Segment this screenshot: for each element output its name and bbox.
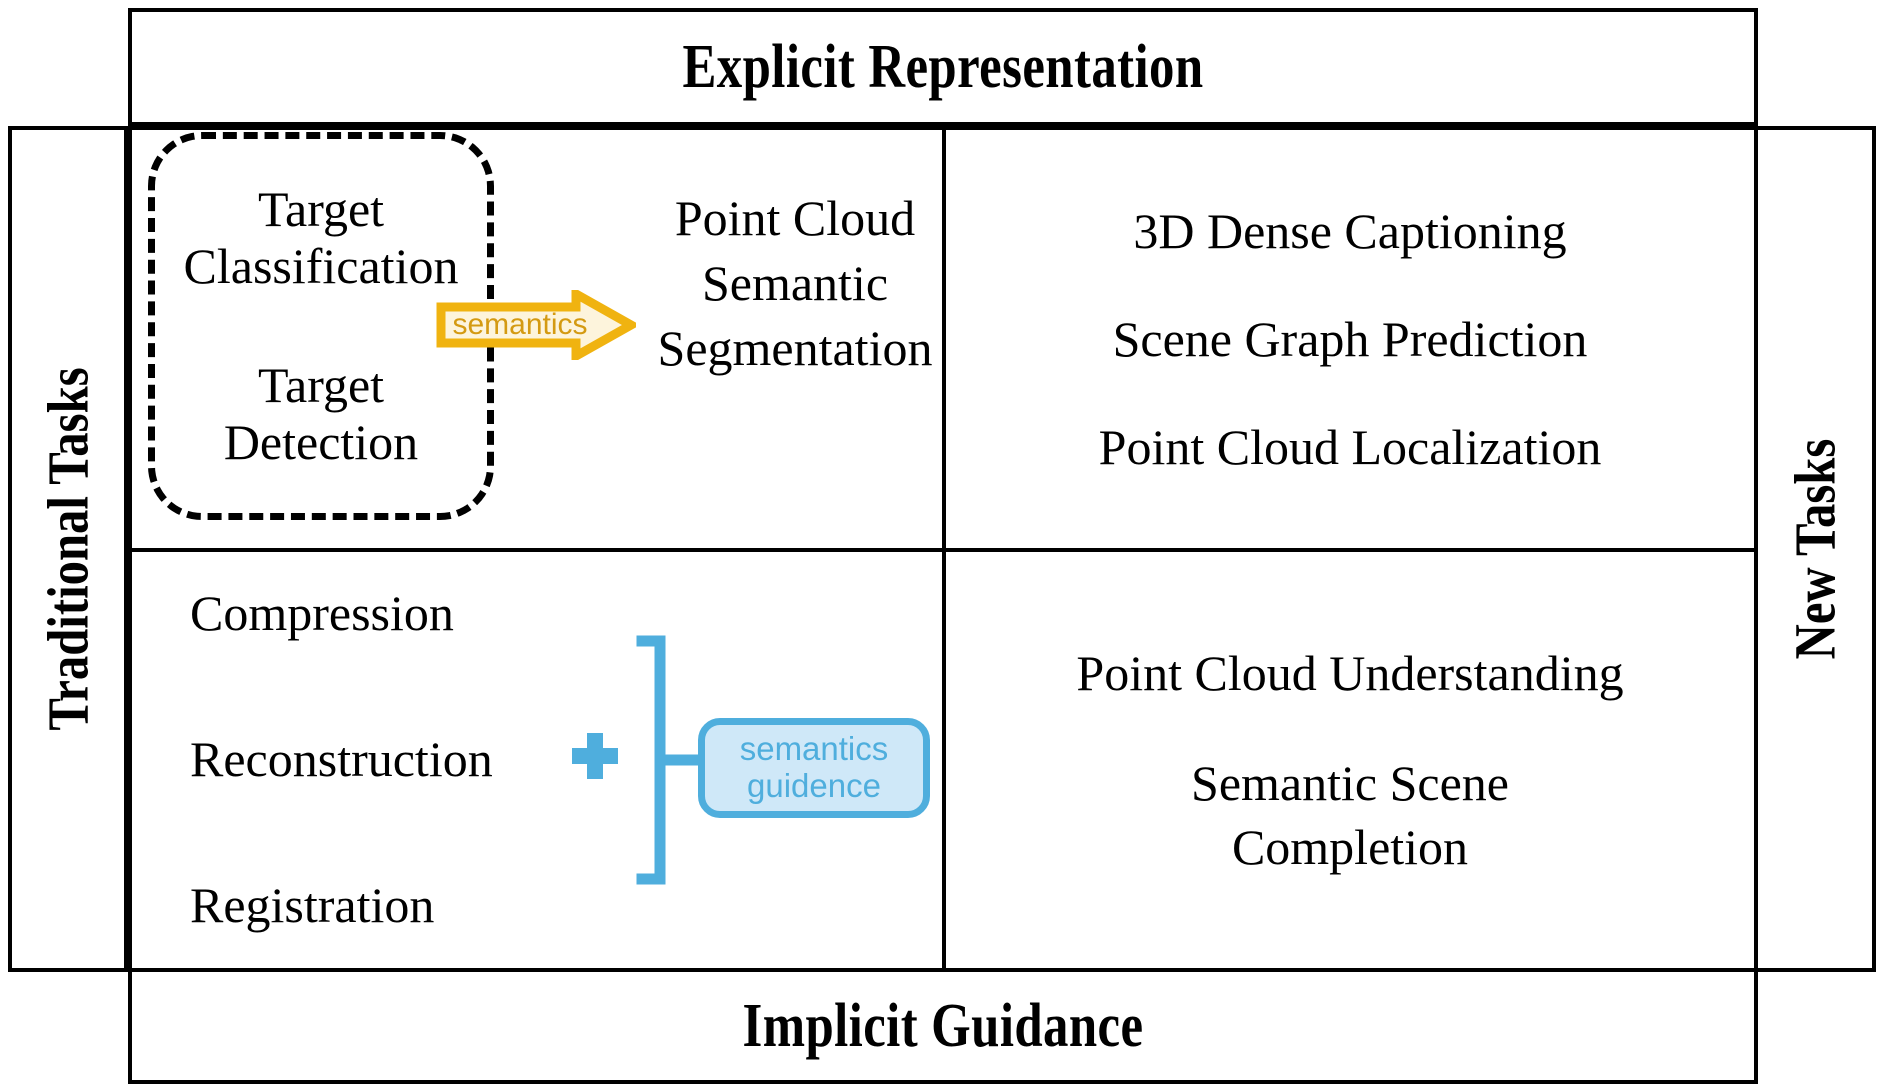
- task-point-cloud-semantic-segmentation: Point Cloud Semantic Segmentation: [657, 190, 933, 376]
- task-scene-graph-prediction: Scene Graph Prediction: [1112, 311, 1588, 367]
- bottom-banner-box: Implicit Guidance: [128, 968, 1758, 1084]
- task-reconstruction: Reconstruction: [190, 731, 493, 787]
- top-right-task-list: 3D Dense Captioning Scene Graph Predicti…: [946, 130, 1754, 548]
- top-banner-label: Explicit Representation: [682, 32, 1204, 101]
- left-side-band: Traditional Tasks: [8, 126, 128, 972]
- right-side-band: New Tasks: [1754, 126, 1876, 972]
- task-target-detection: Target Detection: [223, 357, 419, 470]
- task-point-cloud-understanding: Point Cloud Understanding: [1076, 645, 1624, 701]
- bottom-banner-label: Implicit Guidance: [742, 991, 1144, 1060]
- plus-icon-vertical-bar: [587, 733, 603, 779]
- new-tasks-label: New Tasks: [1782, 438, 1848, 660]
- semantics-guidance-box: semantics guidence: [698, 718, 930, 818]
- traditional-tasks-label: Traditional Tasks: [35, 367, 101, 731]
- task-semantic-scene-completion: Semantic Scene Completion: [1191, 755, 1509, 875]
- bottom-left-task-list: Compression Reconstruction Registration: [190, 584, 580, 934]
- bottom-right-task-list: Point Cloud Understanding Semantic Scene…: [946, 552, 1754, 968]
- semantics-arrow-label: semantics: [452, 308, 588, 341]
- task-3d-dense-captioning: 3D Dense Captioning: [1133, 203, 1567, 259]
- semantics-arrow-shape: [436, 290, 636, 360]
- task-point-cloud-localization: Point Cloud Localization: [1098, 419, 1602, 475]
- task-compression: Compression: [190, 585, 454, 641]
- semantics-guidance-line1: semantics: [739, 730, 889, 768]
- task-target-classification: Target Classification: [183, 181, 459, 294]
- semantics-guidance-line2: guidence: [747, 767, 881, 804]
- grid-horizontal-divider: [128, 548, 1758, 552]
- semantics-arrow: semantics: [436, 290, 636, 360]
- task-registration: Registration: [190, 877, 435, 933]
- top-banner-box: Explicit Representation: [128, 8, 1758, 126]
- dashed-group-items: Target Classification Target Detection: [148, 132, 494, 520]
- plus-icon: [572, 733, 618, 779]
